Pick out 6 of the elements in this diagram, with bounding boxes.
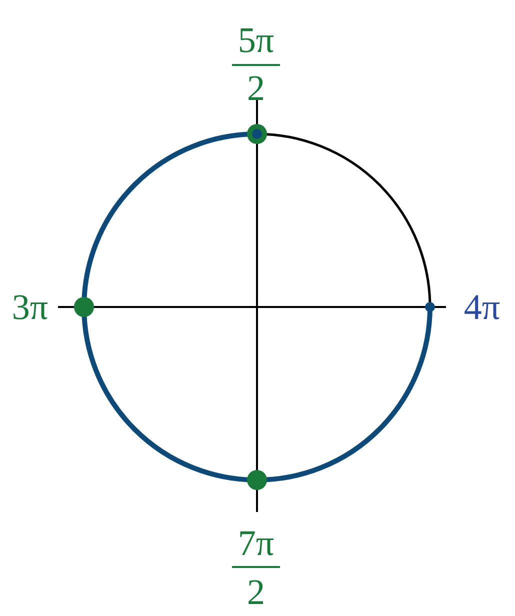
angle-label: 3π [12,287,48,327]
angle-label: 4π [464,287,500,327]
angle-label: 7π [238,523,274,563]
angle-label: 5π [238,20,274,60]
angle-label: 2 [247,68,265,108]
angle-label: 2 [247,572,265,612]
